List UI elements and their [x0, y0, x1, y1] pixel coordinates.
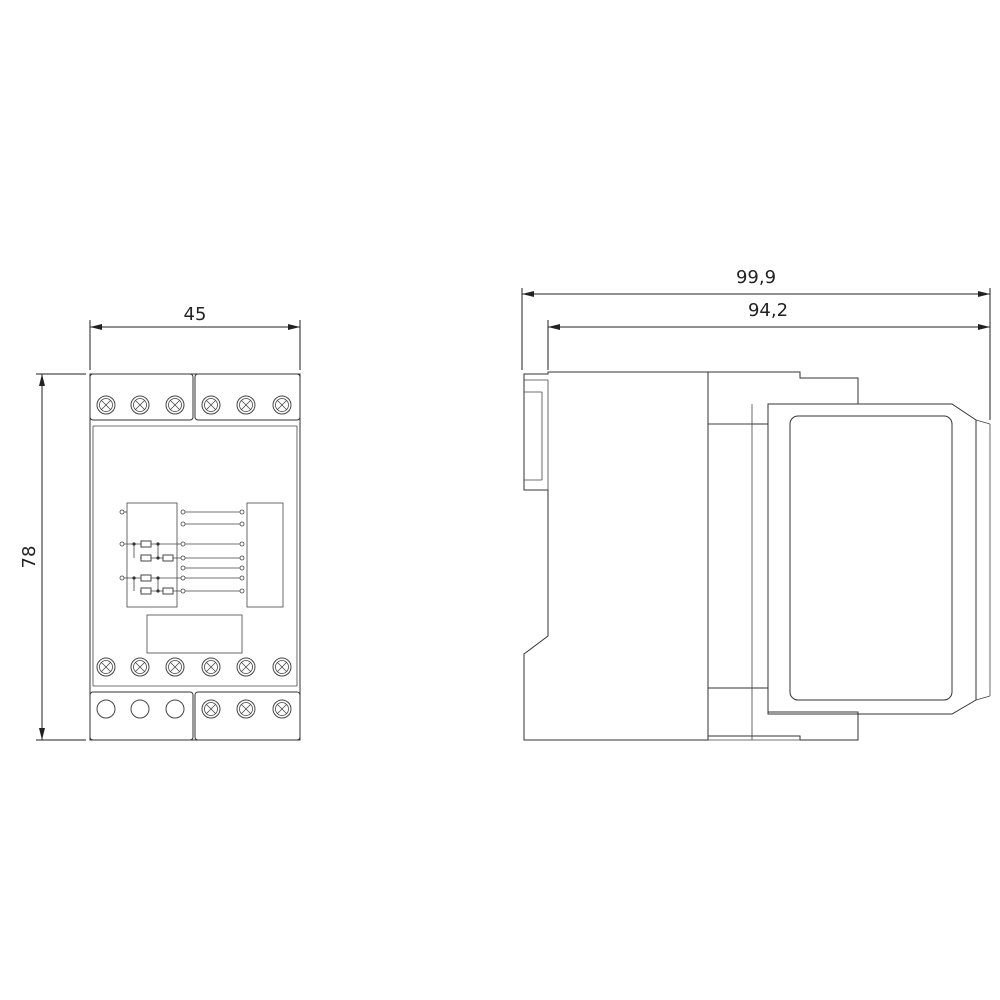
front-height-dimension: 78: [19, 373, 86, 741]
bottom-terminal-screws: [96, 699, 292, 719]
overall-depth-label: 99,9: [736, 267, 776, 288]
top-terminal-screws: [96, 395, 292, 415]
label-plate: [146, 614, 243, 654]
side-view: [523, 371, 991, 741]
front-view: [89, 373, 301, 741]
front-width-dimension: 45: [89, 304, 301, 370]
front-cover-window: [789, 415, 953, 701]
body-depth-label: 94,2: [748, 300, 788, 321]
body-depth-dimension: 94,2: [547, 300, 990, 370]
width-label: 45: [184, 304, 207, 325]
lower-terminal-screws: [96, 657, 292, 677]
overall-depth-dimension: 99,9: [521, 267, 991, 420]
height-label: 78: [19, 546, 40, 569]
circuit-schematic: [119, 502, 284, 608]
